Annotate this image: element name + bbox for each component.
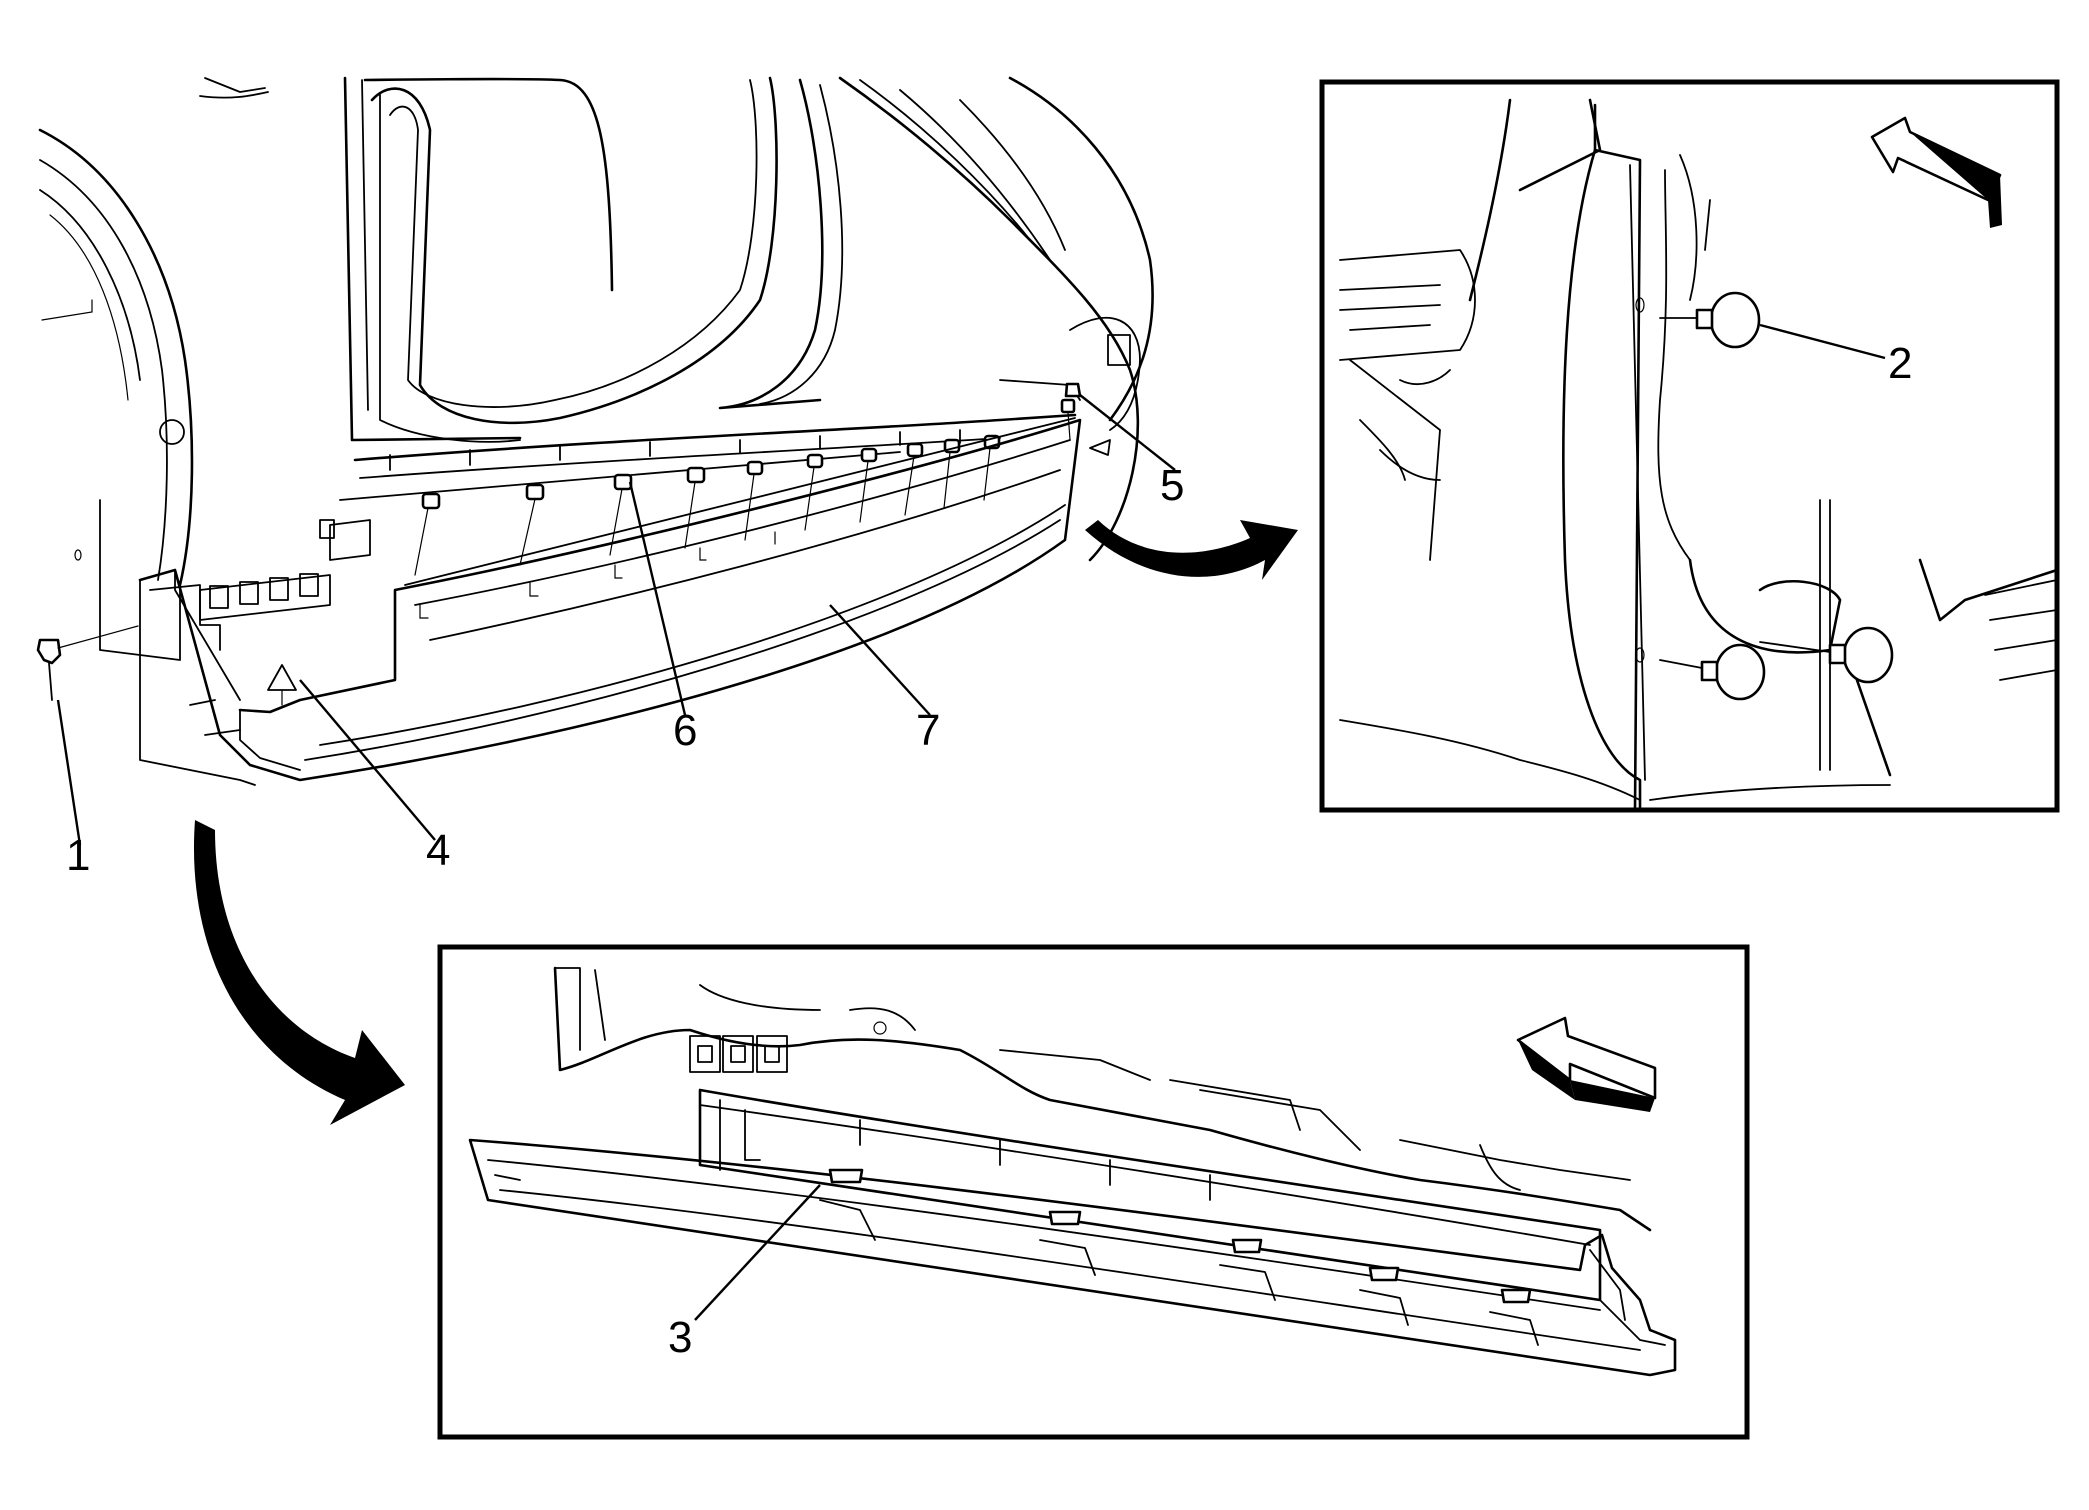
push-pin-fasteners-2 <box>1635 291 1894 701</box>
leader-1 <box>56 699 82 846</box>
main-vehicle-view <box>36 76 1154 786</box>
detail-view-underside: 3 <box>437 944 1750 1440</box>
rocker-molding <box>138 417 1082 786</box>
retainer-clips-underside <box>819 1168 1539 1346</box>
detail-arrow-right <box>1085 520 1298 580</box>
callout-7: 7 <box>916 706 940 755</box>
push-pin-fastener-5 <box>1064 382 1082 398</box>
callout-6: 6 <box>673 706 697 755</box>
retainer-clips-main <box>421 398 1076 510</box>
front-direction-arrow-icon-2 <box>1516 1016 1657 1112</box>
callout-4: 4 <box>426 826 450 875</box>
leader-6 <box>628 481 687 716</box>
leader-3 <box>694 1184 821 1321</box>
body-brackets <box>689 1035 788 1073</box>
callout-2: 2 <box>1888 339 1912 388</box>
detail-arrow-down <box>193 820 405 1125</box>
callout-5: 5 <box>1160 461 1184 510</box>
leader-5 <box>1079 394 1176 471</box>
front-direction-arrow-icon <box>1870 116 2002 228</box>
push-pin-fastener-1 <box>36 625 139 701</box>
callout-1: 1 <box>66 831 90 880</box>
callout-3: 3 <box>668 1313 692 1362</box>
detail-view-front: 2 <box>1319 79 2060 813</box>
leader-7 <box>829 604 931 716</box>
rocker-molding-underside <box>468 1138 1677 1377</box>
leader-4 <box>299 679 436 841</box>
leader-2 <box>1759 323 1886 360</box>
